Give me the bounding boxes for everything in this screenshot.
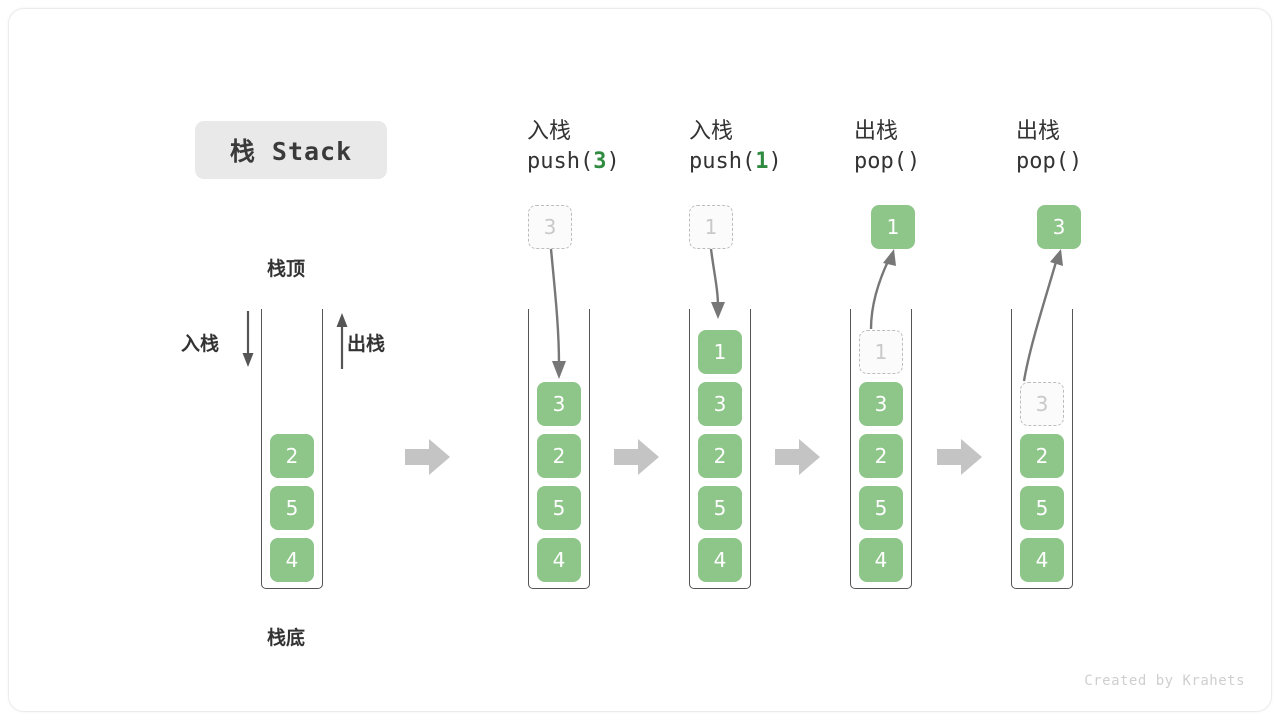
stack-cell: 5 (859, 486, 903, 530)
column-header-cn: 出栈 (854, 119, 899, 144)
stack-cell: 5 (270, 486, 314, 530)
incoming-cell-ghost: 3 (528, 205, 572, 249)
code-suffix: ) (768, 148, 782, 174)
stack-cell: 5 (698, 486, 742, 530)
code-prefix: push( (527, 148, 594, 174)
incoming-cell-ghost: 1 (689, 205, 733, 249)
column-header-push-1: 入栈 push(1) (689, 117, 782, 177)
stack-cell: 2 (537, 434, 581, 478)
pop-flow-arrow-icon (1022, 249, 1063, 382)
credit-footer: Created by Krahets (1084, 673, 1245, 689)
code-suffix: ) (606, 148, 620, 174)
stack-cell: 1 (698, 330, 742, 374)
column-header-push-3: 入栈 push(3) (527, 117, 620, 177)
pop-direction-label: 出栈 (347, 333, 386, 355)
column-header-cn: 入栈 (689, 119, 734, 144)
stack-cell: 4 (859, 538, 903, 582)
column-header-pop-1: 出栈 pop() (854, 117, 920, 177)
push-direction-label: 入栈 (181, 333, 220, 355)
stack-container-push-3 (528, 309, 590, 589)
push-direction-arrow-icon (242, 311, 254, 367)
column-header-code: pop() (1016, 147, 1082, 177)
stack-cell: 2 (698, 434, 742, 478)
title-badge: 栈 Stack (195, 121, 387, 179)
code-prefix: push( (689, 148, 756, 174)
stack-cell: 3 (537, 382, 581, 426)
column-header-code: push(3) (527, 147, 620, 177)
step-arrow-icon (614, 439, 659, 475)
stack-cell: 5 (1020, 486, 1064, 530)
stack-cell: 4 (1020, 538, 1064, 582)
stack-top-label: 栈顶 (267, 258, 306, 280)
column-header-cn: 出栈 (1016, 119, 1061, 144)
code-prefix: pop( (1016, 148, 1069, 174)
step-arrow-icon (405, 439, 450, 475)
stack-container-push-1 (689, 309, 751, 589)
stack-cell: 3 (698, 382, 742, 426)
stack-cell: 2 (1020, 434, 1064, 478)
pop-direction-arrow-icon (336, 313, 348, 369)
push-flow-arrow-icon (549, 248, 566, 379)
column-header-pop-3: 出栈 pop() (1016, 117, 1082, 177)
removed-cell-ghost: 3 (1020, 382, 1064, 426)
column-header-code: push(1) (689, 147, 782, 177)
code-suffix: ) (1068, 148, 1083, 174)
stack-cell: 3 (859, 382, 903, 426)
column-header-cn: 入栈 (527, 119, 572, 144)
stack-cell: 4 (537, 538, 581, 582)
pop-flow-arrow-icon (869, 249, 896, 330)
stack-cell: 4 (270, 538, 314, 582)
code-arg: 3 (593, 148, 607, 174)
code-suffix: ) (906, 148, 921, 174)
push-flow-arrow-icon (709, 248, 725, 319)
stack-cell: 5 (537, 486, 581, 530)
removed-cell-ghost: 1 (859, 330, 903, 374)
stack-container-initial (261, 309, 323, 589)
popped-cell: 3 (1037, 205, 1081, 249)
diagram-card: 栈 Stack 栈顶 入栈 出栈 2 5 4 栈底 入栈 push(3) 3 3… (8, 8, 1272, 712)
stack-container-pop-3 (1011, 309, 1073, 589)
stack-cell: 2 (859, 434, 903, 478)
stack-container-pop-1 (850, 309, 912, 589)
column-header-code: pop() (854, 147, 920, 177)
step-arrow-icon (937, 439, 982, 475)
stack-cell: 4 (698, 538, 742, 582)
stack-cell: 2 (270, 434, 314, 478)
popped-cell: 1 (871, 205, 915, 249)
code-prefix: pop( (854, 148, 907, 174)
stack-bottom-label: 栈底 (267, 627, 306, 649)
code-arg: 1 (755, 148, 769, 174)
step-arrow-icon (775, 439, 820, 475)
